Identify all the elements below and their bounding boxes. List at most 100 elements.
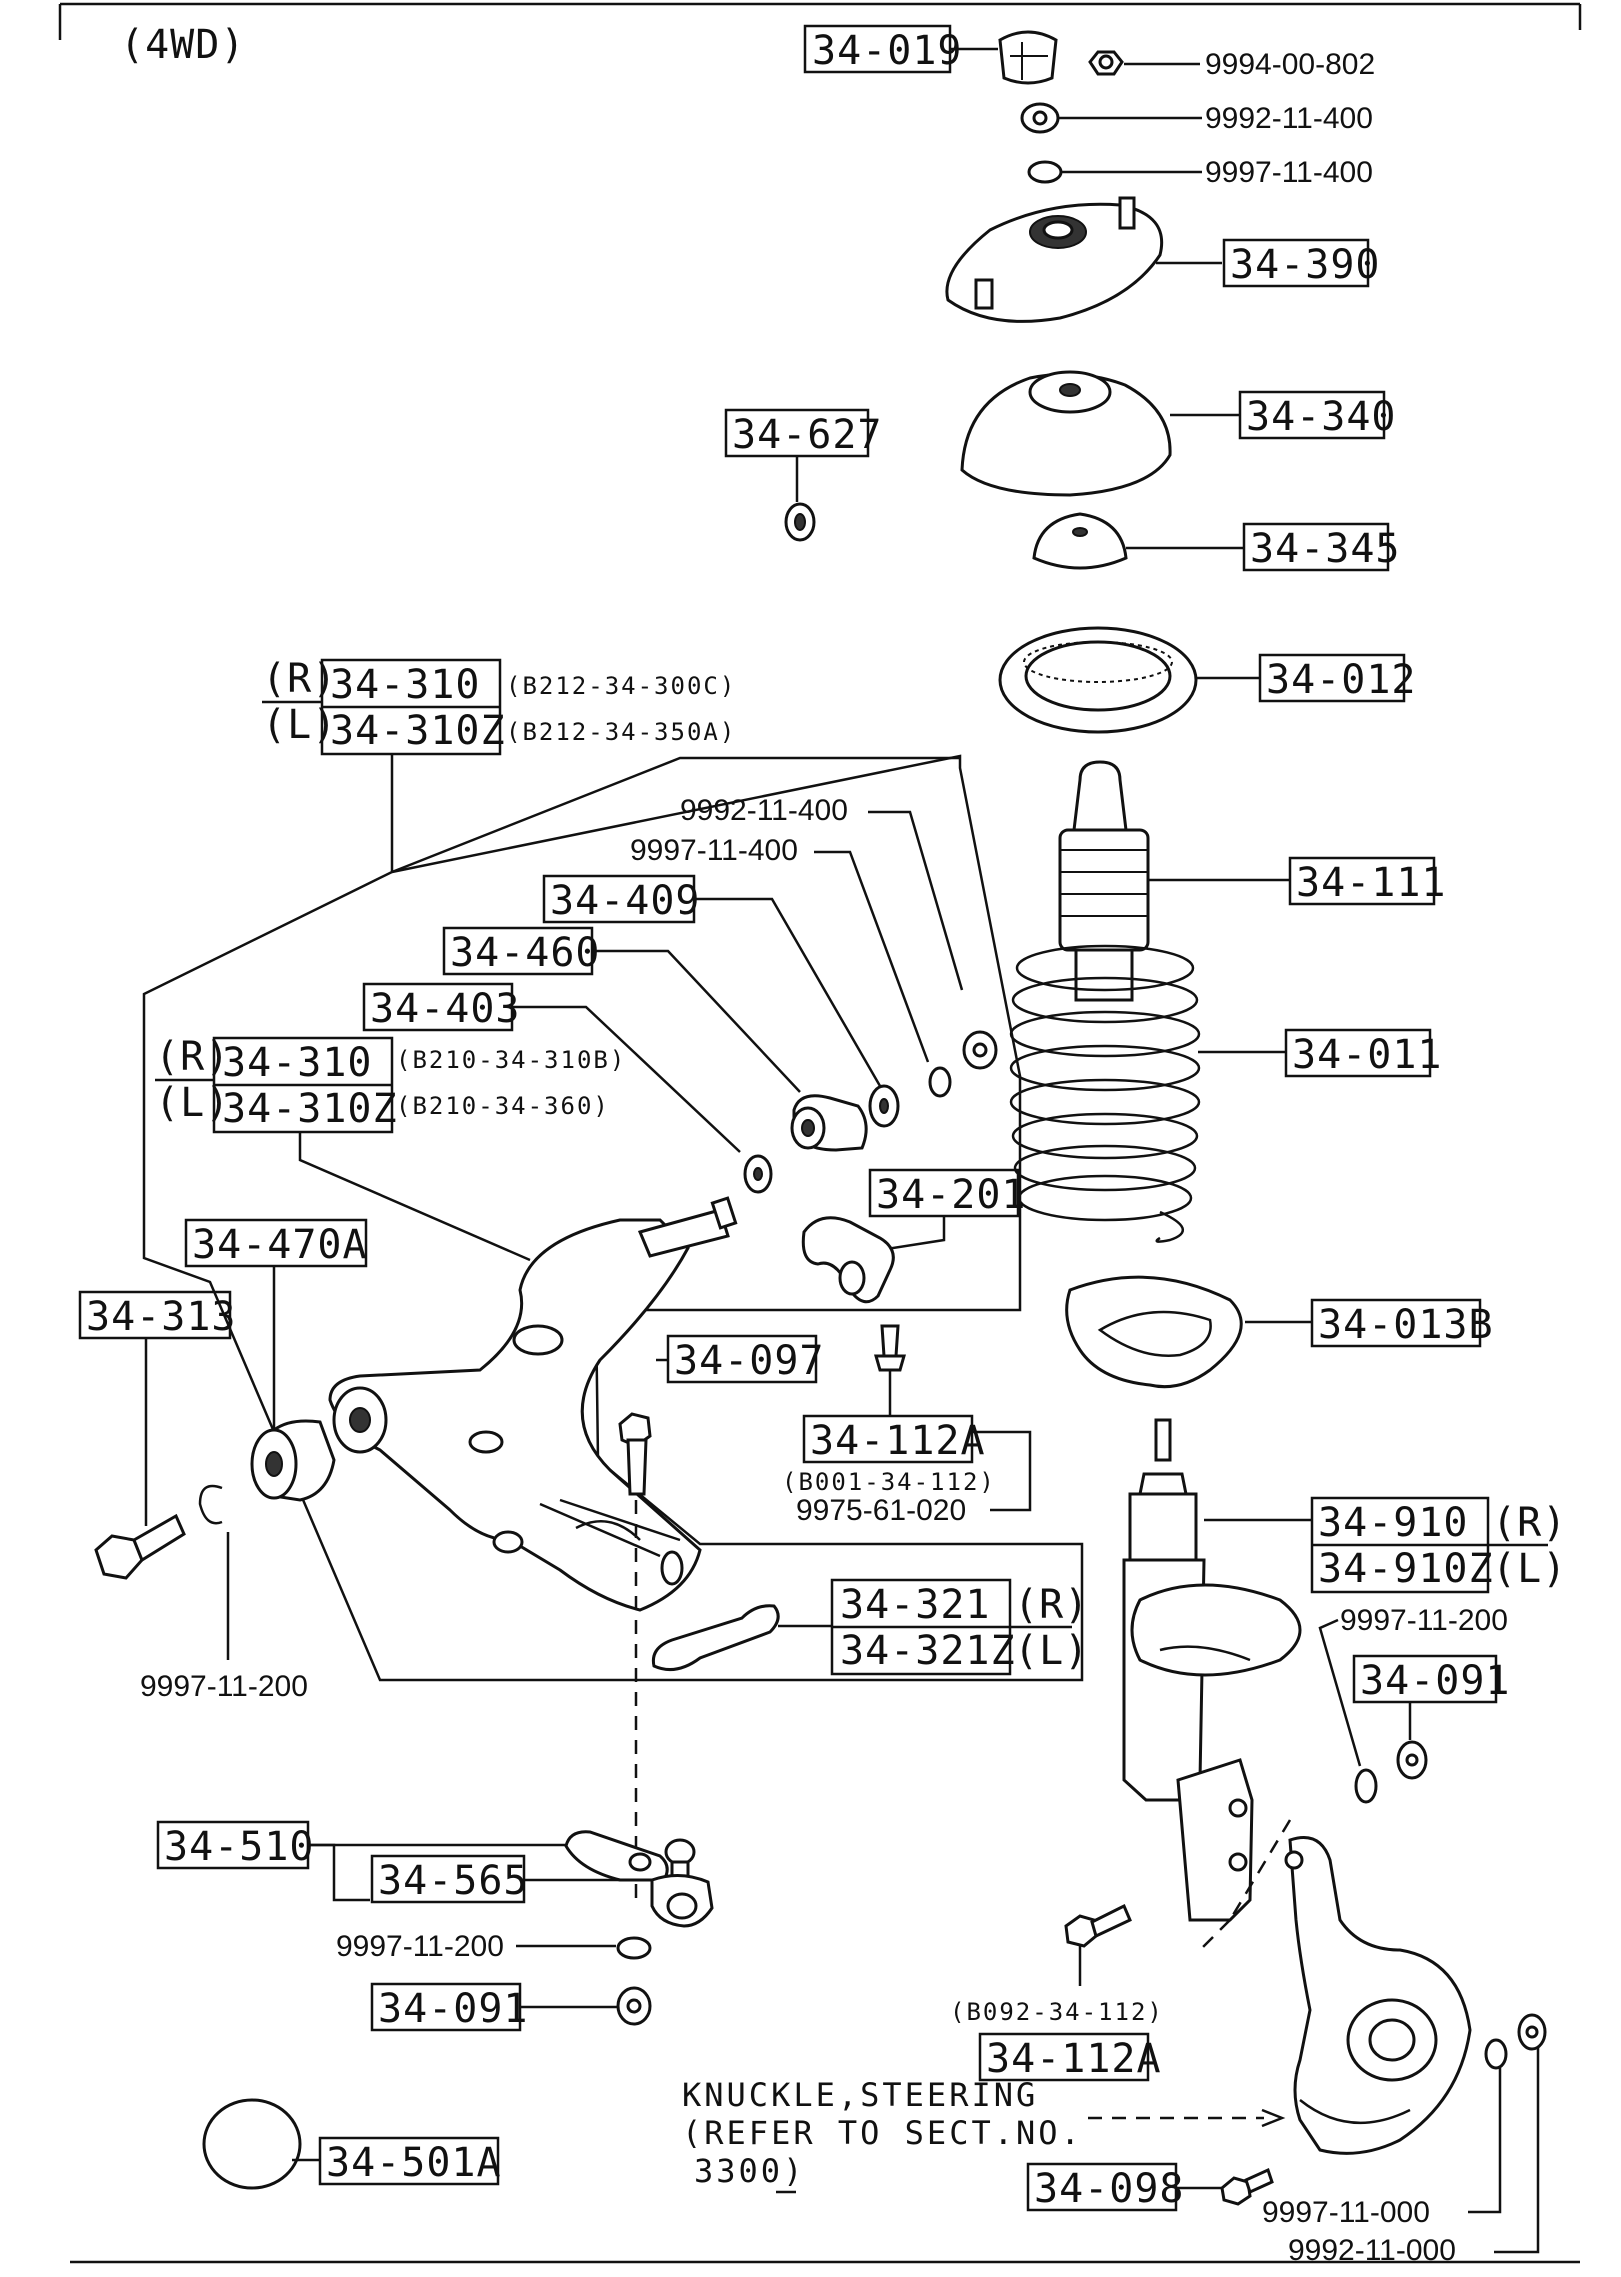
bolt-34-097-illustration: [618, 1412, 652, 1496]
label-box-34-091-right: [1352, 1654, 1498, 1704]
label-box-34-390: [1222, 238, 1370, 288]
steering-knuckle-illustration: [1284, 1836, 1472, 2155]
note-pointer-arrow: [1261, 2108, 1286, 2128]
part-34-501A[interactable]: 34-501A: [326, 2140, 502, 2186]
heat-shield-34-321-illustration: [651, 1604, 780, 1672]
leader-9997-11-000: [1468, 2068, 1502, 2214]
part-34-627[interactable]: 34-627: [732, 412, 883, 458]
bump-stop-boot-illustration: [1058, 760, 1150, 1002]
part-34-910Z[interactable]: 34-910Z: [1318, 1546, 1494, 1592]
bolt-34-098-illustration: [1220, 2167, 1274, 2206]
strut-knuckle-guide: [1228, 1819, 1292, 1921]
hw-9997-11-200-bottom[interactable]: 9997-11-200: [336, 1930, 504, 1963]
part-34-403[interactable]: 34-403: [370, 986, 521, 1032]
label-box-34-011: [1284, 1028, 1432, 1078]
part-34-091-right[interactable]: 34-091: [1360, 1658, 1511, 1704]
spring-seat-ring-illustration: [998, 626, 1198, 734]
ref-arm-mid-r: (B210-34-310B): [396, 1046, 626, 1074]
ref-arm-top-l: (B212-34-350A): [506, 718, 736, 746]
part-34-019[interactable]: 34-019: [812, 28, 963, 74]
leader-34-409: [694, 897, 882, 1087]
p321-side-r: (R): [1014, 1582, 1089, 1628]
part-34-340[interactable]: 34-340: [1246, 394, 1397, 440]
part-34-565[interactable]: 34-565: [378, 1858, 529, 1904]
note-line-1: KNUCKLE,STEERING: [682, 2076, 1038, 2114]
part-34-321[interactable]: 34-321: [840, 1582, 991, 1628]
part-34-310-mid[interactable]: 34-310: [222, 1040, 373, 1086]
part-34-098[interactable]: 34-098: [1034, 2166, 1185, 2212]
washer-9997-right-illustration: [1354, 1768, 1378, 1804]
part-34-012[interactable]: 34-012: [1266, 657, 1417, 703]
strut-mount-illustration: [945, 196, 1164, 323]
washer-9997-bottom-illustration: [616, 1936, 652, 1960]
hw-9997-11-200-left[interactable]: 9997-11-200: [140, 1670, 308, 1703]
note-line-2: (REFER TO SECT.NO.: [682, 2114, 1083, 2152]
bushing-34-460-illustration: [790, 1094, 868, 1152]
leader-34-201: [879, 1216, 946, 1252]
hw-9997-11-400-top[interactable]: 9997-11-400: [1205, 156, 1373, 189]
part-34-409[interactable]: 34-409: [550, 878, 701, 924]
part-34-310Z-mid[interactable]: 34-310Z: [222, 1086, 398, 1132]
leader-34-510-bracket: [308, 1843, 370, 1902]
label-box-34-112A-bottom: [978, 2032, 1150, 2082]
label-box-34-345: [1242, 522, 1390, 572]
part-34-011[interactable]: 34-011: [1292, 1032, 1443, 1078]
note-line-3: 3300): [694, 2152, 805, 2190]
label-box-34-013B: [1310, 1298, 1482, 1348]
arm-assembly-outline-top: [391, 756, 960, 874]
part-34-310-top[interactable]: 34-310: [330, 662, 481, 708]
part-34-510[interactable]: 34-510: [164, 1824, 315, 1870]
p910-side-r: (R): [1492, 1500, 1567, 1546]
coil-spring-illustration: [1009, 944, 1201, 1243]
arm-mid-side-l: (L): [155, 1080, 230, 1126]
p910-side-l: (L): [1492, 1546, 1567, 1592]
washer-9997-left-illustration: [198, 1484, 223, 1525]
ref-bolt-112A-top: (B001-34-112): [782, 1468, 996, 1496]
part-34-321Z[interactable]: 34-321Z: [840, 1628, 1016, 1674]
leader-9997-mid: [814, 850, 930, 1063]
part-34-470A[interactable]: 34-470A: [192, 1222, 368, 1268]
part-34-390[interactable]: 34-390: [1230, 242, 1381, 288]
hw-9997-11-200-right[interactable]: 9997-11-200: [1340, 1604, 1508, 1637]
p321-side-l: (L): [1014, 1628, 1089, 1674]
variant-label: (4WD): [120, 22, 245, 68]
nut-34-091-left-illustration: [616, 1986, 652, 2026]
label-box-34-501A: [318, 2136, 500, 2186]
part-34-310Z-top[interactable]: 34-310Z: [330, 708, 506, 754]
spring-seat-upper-illustration: [1032, 512, 1128, 570]
ref-arm-mid-l: (B210-34-360): [396, 1092, 610, 1120]
part-34-460[interactable]: 34-460: [450, 930, 601, 976]
part-34-201[interactable]: 34-201: [876, 1172, 1027, 1218]
part-34-112A-top[interactable]: 34-112A: [810, 1418, 986, 1464]
hw-9975-61-020[interactable]: 9975-61-020: [796, 1494, 966, 1527]
part-34-345[interactable]: 34-345: [1250, 526, 1401, 572]
part-34-091-left[interactable]: 34-091: [378, 1986, 529, 2032]
part-34-910[interactable]: 34-910: [1318, 1500, 1469, 1546]
label-box-34-313: [78, 1290, 232, 1340]
bolt-34-112A-bottom-illustration: [1064, 1903, 1132, 1948]
ref-arm-top-r: (B212-34-300C): [506, 672, 736, 700]
bolt-34-313-illustration: [94, 1513, 186, 1580]
nut-9992-top-illustration: [1020, 102, 1060, 134]
part-34-111[interactable]: 34-111: [1296, 860, 1447, 906]
hw-9992-11-000[interactable]: 9992-11-000: [1288, 2234, 1456, 2267]
arm-assembly-outline: [142, 754, 1084, 1682]
part-34-112A-bottom[interactable]: 34-112A: [986, 2036, 1162, 2082]
part-34-013B[interactable]: 34-013B: [1318, 1302, 1494, 1348]
hw-9994-00-802[interactable]: 9994-00-802: [1205, 48, 1375, 81]
hw-9992-11-400-top[interactable]: 9992-11-400: [1205, 102, 1373, 135]
leader-34-403: [512, 1005, 741, 1153]
hw-9992-11-400-mid[interactable]: 9992-11-400: [680, 794, 848, 827]
hw-9997-11-400-mid[interactable]: 9997-11-400: [630, 834, 798, 867]
washer-34-409-illustration: [868, 1084, 900, 1128]
label-box-34-112A-top: [802, 1414, 974, 1464]
part-34-313[interactable]: 34-313: [86, 1294, 237, 1340]
lower-control-arm-illustration: [328, 1196, 738, 1612]
hw-9997-11-000[interactable]: 9997-11-000: [1262, 2196, 1430, 2229]
bushing-34-470A-illustration: [250, 1419, 336, 1502]
shock-absorber-illustration: [1122, 1418, 1302, 1922]
part-34-097[interactable]: 34-097: [674, 1338, 825, 1384]
leader-9992-11-000: [1494, 2046, 1540, 2254]
plug-34-501A-illustration: [202, 2098, 302, 2190]
